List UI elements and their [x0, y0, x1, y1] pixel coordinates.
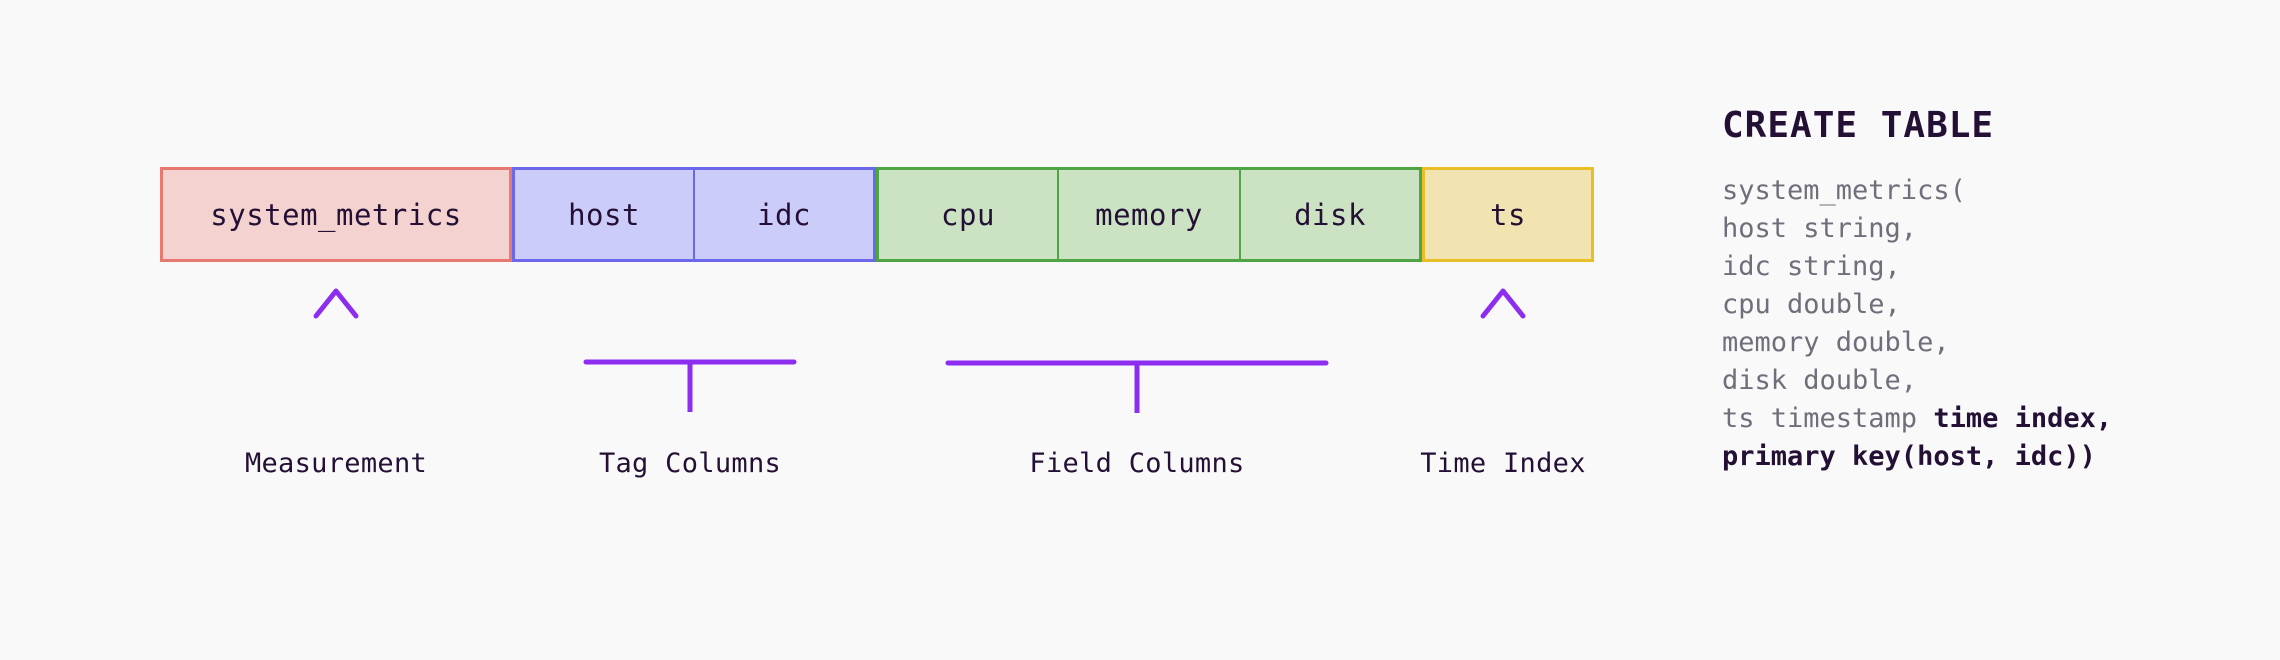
sql-text: disk double, [1722, 365, 1918, 396]
sql-line: idc string, [1722, 248, 2242, 286]
sql-line: host string, [1722, 210, 2242, 248]
connector-bracket-tag-columns [583, 298, 797, 412]
sql-keyword: time index, [1933, 403, 2113, 434]
sql-text: ts timestamp [1722, 403, 1934, 434]
column-cell-ts[interactable]: ts [1422, 167, 1594, 262]
sql-text: idc string, [1722, 251, 1901, 282]
sql-text: memory double, [1722, 327, 1950, 358]
sql-keyword: primary key(host, idc)) [1722, 441, 2096, 472]
sql-line: primary key(host, idc)) [1722, 438, 2242, 476]
column-cell-memory[interactable]: memory [1058, 167, 1240, 262]
sql-line: memory double, [1722, 324, 2242, 362]
column-cell-idc[interactable]: idc [694, 167, 876, 262]
sql-line: cpu double, [1722, 286, 2242, 324]
column-cell-measurement[interactable]: system_metrics [160, 167, 512, 262]
annotation-label-measurement: Measurement [244, 448, 428, 479]
connector-arrow-time-index [1480, 288, 1526, 400]
sql-code-block: system_metrics(host string, idc string, cp… [1722, 172, 2242, 476]
sql-line: system_metrics( [1722, 172, 2242, 210]
column-cell-host[interactable]: host [512, 167, 694, 262]
schema-column-strip: system_metrics host idc cpu memory disk … [160, 167, 1594, 262]
column-cell-cpu[interactable]: cpu [876, 167, 1058, 262]
sql-line: ts timestamp time index, [1722, 400, 2242, 438]
connector-bracket-field-columns [945, 298, 1329, 413]
sql-text: host string, [1722, 213, 1918, 244]
sql-heading: CREATE TABLE [1722, 105, 1995, 146]
connector-arrow-measurement [313, 288, 359, 400]
sql-text: cpu double, [1722, 289, 1901, 320]
sql-snippet-panel: CREATE TABLE system_metrics(host string,… [1722, 105, 2242, 476]
column-cell-disk[interactable]: disk [1240, 167, 1422, 262]
sql-line: disk double, [1722, 362, 2242, 400]
sql-text: system_metrics( [1722, 175, 1966, 206]
annotation-label-time-index: Time Index [1420, 448, 1586, 479]
annotation-label-tag-columns: Tag Columns [598, 448, 782, 479]
annotation-label-field-columns: Field Columns [1029, 448, 1245, 479]
